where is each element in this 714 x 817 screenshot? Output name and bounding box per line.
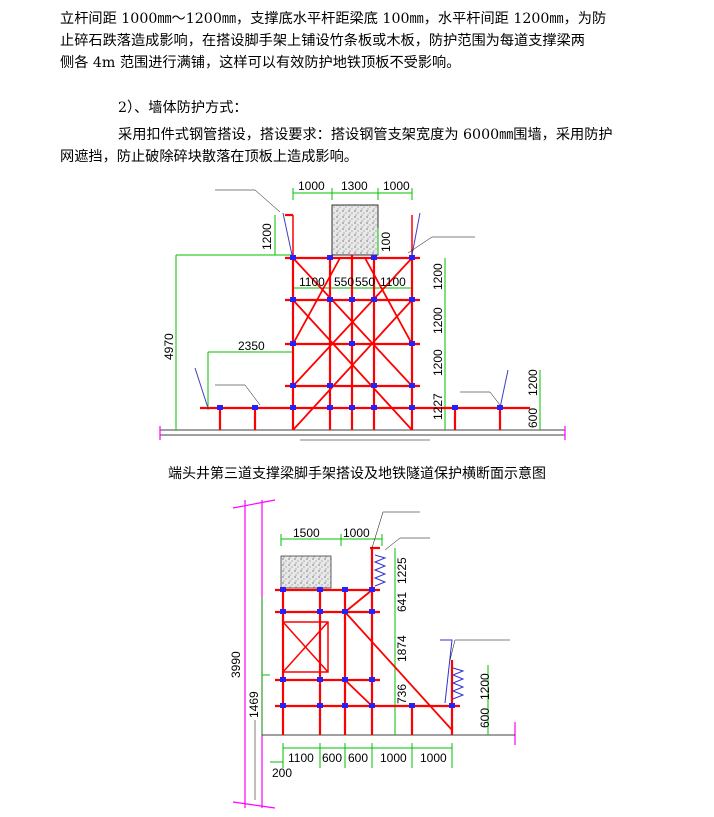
- support-beam: [280, 555, 332, 589]
- dim-right-2: 600: [526, 408, 540, 428]
- dim-top-1: 1000: [298, 179, 325, 193]
- text-line: 侧各 4m 范围进行满铺，这样可以有效防护地铁顶板不受影响。: [60, 55, 461, 71]
- scaffold-bracing: [292, 257, 413, 431]
- dim-right-1: 1200: [478, 673, 492, 700]
- dimension-lines: [261, 534, 489, 768]
- diagram-2: 1500 1000 1225 641 1874 736 3990 1469 12…: [229, 499, 516, 809]
- dimension-lines: [175, 188, 541, 430]
- text-line: 立杆间距 1000㎜～1200㎜，支撑底水平杆距梁底 100㎜，水平杆间距 12…: [60, 11, 607, 27]
- section-heading-wall-protection: 2）、墙体防护方式：: [118, 100, 248, 116]
- dim-bottom-2: 600: [322, 751, 342, 765]
- text-line: 网遮挡，防止破除碎块散落在顶板上造成影响。: [60, 149, 358, 165]
- dim-total-height: 3990: [229, 651, 243, 678]
- callout-leaders: [215, 189, 501, 441]
- dim-right-2: 600: [478, 708, 492, 728]
- dim-top-2: 1000: [343, 526, 370, 540]
- scaffold-bracing: [344, 589, 453, 731]
- dim-bottom-5: 1000: [420, 751, 447, 765]
- dim-total-height: 4970: [162, 333, 176, 360]
- dim-bottom-1: 1100: [288, 751, 314, 765]
- dim-level-3: 1200: [431, 349, 445, 376]
- dim-level-1: 1225: [395, 557, 409, 584]
- dim-top-3: 1000: [383, 179, 410, 193]
- diagram-1: 1000 1300 1000 1200 100 1100 550 550 110…: [159, 179, 566, 441]
- dim-level-2: 1200: [431, 307, 445, 334]
- protective-net: [373, 554, 465, 704]
- dim-mid-3: 550: [355, 275, 375, 289]
- text-line: 采用扣件式钢管搭设，搭设要求：搭设钢管支架宽度为 6000㎜围墙，采用防护: [118, 127, 613, 143]
- dim-level-4: 736: [395, 684, 409, 704]
- dim-level-4: 1227: [431, 393, 445, 420]
- figure-caption: 端头井第三道支撑梁脚手架搭设及地铁隧道保护横断面示意图: [168, 466, 546, 482]
- dim-mid-2: 550: [334, 275, 354, 289]
- dim-level-2: 641: [395, 592, 409, 612]
- dim-bottom-4: 1000: [380, 751, 407, 765]
- paragraph-scaffold-spacing: 立杆间距 1000㎜～1200㎜，支撑底水平杆距梁底 100㎜，水平杆间距 12…: [60, 8, 705, 74]
- protective-net: [194, 212, 509, 409]
- dim-level-3: 1874: [395, 635, 409, 662]
- dim-bottom-offset: 200: [272, 766, 292, 780]
- dim-right-1: 1200: [526, 369, 540, 396]
- dim-mid-4: 1100: [380, 275, 406, 289]
- dim-top-2: 1300: [341, 179, 368, 193]
- text-line: 止碎石跌落造成影响，在搭设脚手架上铺设竹条板或木板，防护范围为每道支撑梁两: [60, 33, 585, 49]
- dim-top-1: 1500: [293, 526, 320, 540]
- dim-side-span: 2350: [238, 339, 265, 353]
- dim-level-1: 1200: [431, 263, 445, 290]
- section-edge: [159, 426, 566, 440]
- dim-lower-height: 1469: [247, 691, 261, 718]
- support-beam: [331, 204, 379, 256]
- paragraph-wall-protection: 采用扣件式钢管搭设，搭设要求：搭设钢管支架宽度为 6000㎜围墙，采用防护 网遮…: [60, 124, 705, 168]
- scaffold-nodes: [280, 587, 455, 708]
- cross-brace-box: [282, 621, 329, 673]
- dim-mid-1: 1100: [299, 275, 325, 289]
- dim-left-post: 1200: [260, 223, 274, 250]
- callout-leaders: [254, 511, 510, 800]
- guard-rails: [292, 215, 413, 258]
- dim-beam-gap: 100: [379, 232, 393, 252]
- dim-bottom-3: 600: [348, 751, 368, 765]
- scaffold-nodes: [217, 255, 503, 410]
